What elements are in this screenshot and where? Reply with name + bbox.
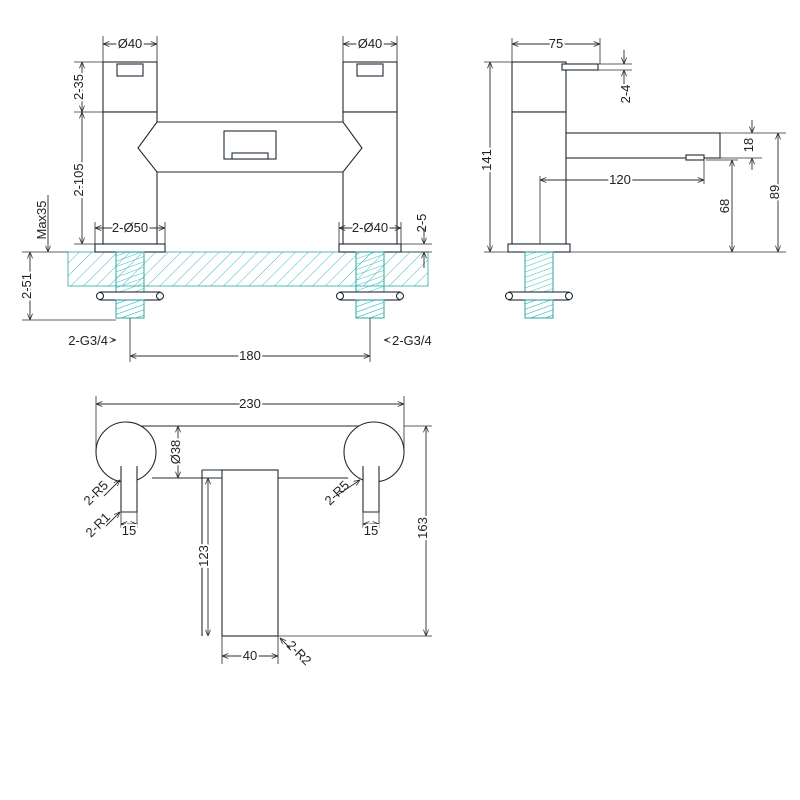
dim-side-overall-height: 141: [479, 149, 494, 171]
dim-top-overall-width: 230: [239, 396, 261, 411]
dim-side-spout-thk: 18: [741, 138, 756, 152]
dim-top-radius-left: 2-R5: [81, 478, 112, 509]
dim-top-overall-depth: 163: [415, 517, 430, 539]
side-tail-lower: [524, 299, 554, 319]
left-base: [94, 243, 166, 253]
dim-handle-height: 2-35: [71, 74, 86, 100]
dim-right-thread: 2-G3/4: [392, 333, 432, 348]
dim-side-width: 75: [549, 36, 563, 51]
dim-side-projection: 120: [609, 172, 631, 187]
dim-left-thread: 2-G3/4: [68, 333, 108, 348]
dim-max-deck: Max35: [34, 200, 49, 239]
side-backnut-bolt-l: [504, 291, 514, 301]
dim-top-spout-radius: 2-R2: [284, 638, 315, 669]
side-view: 75 2-4 141 18 120 68 89: [477, 34, 786, 319]
dim-side-top-step: 2-4: [618, 85, 633, 104]
left-handle-button: [116, 63, 144, 77]
top-left-lever: [120, 466, 138, 513]
side-base: [507, 243, 571, 253]
side-spout: [565, 132, 721, 159]
side-spout-tip: [685, 154, 705, 161]
right-tail-lower: [355, 299, 385, 319]
right-base: [338, 243, 402, 253]
dim-top-spout-width: 40: [243, 648, 257, 663]
side-lever-tab: [561, 63, 599, 71]
dim-deck-below: 2-51: [19, 273, 34, 299]
dim-side-outlet-height: 89: [767, 185, 782, 199]
dim-top-lever-right: 15: [364, 523, 378, 538]
dim-top-radius-right: 2-R5: [322, 478, 353, 509]
right-backnut-bolt-l: [335, 291, 345, 301]
left-backnut-bolt-l: [95, 291, 105, 301]
side-backnut: [508, 291, 570, 301]
right-backnut-bolt-r: [395, 291, 405, 301]
side-column: [511, 111, 567, 245]
left-tail-lower: [115, 299, 145, 319]
left-backnut-bolt-r: [155, 291, 165, 301]
dim-right-handle-dia: Ø40: [358, 36, 383, 51]
top-view: 230 Ø38 2-R5 2-R5 2-R1 15 15 123 163 40: [81, 394, 432, 669]
dim-body-height: 2-105: [71, 163, 86, 196]
dim-right-base: 2-Ø40: [352, 220, 388, 235]
left-backnut: [99, 291, 161, 301]
dim-top-disc-dia: Ø38: [168, 440, 183, 465]
dim-top-lever-left: 15: [122, 523, 136, 538]
dim-left-handle-dia: Ø40: [118, 36, 143, 51]
top-right-lever: [362, 466, 380, 513]
dim-top-small-radius: 2-R1: [83, 510, 114, 541]
front-view: Ø40 Ø40 2-35 2-105 Max35 2-51 2-Ø50 2-Ø4…: [17, 34, 432, 365]
side-backnut-bolt-r: [564, 291, 574, 301]
top-spout-body: [221, 469, 279, 637]
dim-centres: 180: [239, 348, 261, 363]
right-handle-button: [356, 63, 384, 77]
spout-outlet-inner: [231, 152, 269, 160]
dim-base-thickness: 2-5: [414, 214, 429, 233]
side-handle-top: [511, 61, 567, 113]
dim-top-depth: 123: [196, 545, 211, 567]
dim-side-spout-height: 68: [717, 199, 732, 213]
dim-left-base: 2-Ø50: [112, 220, 148, 235]
right-backnut: [339, 291, 401, 301]
